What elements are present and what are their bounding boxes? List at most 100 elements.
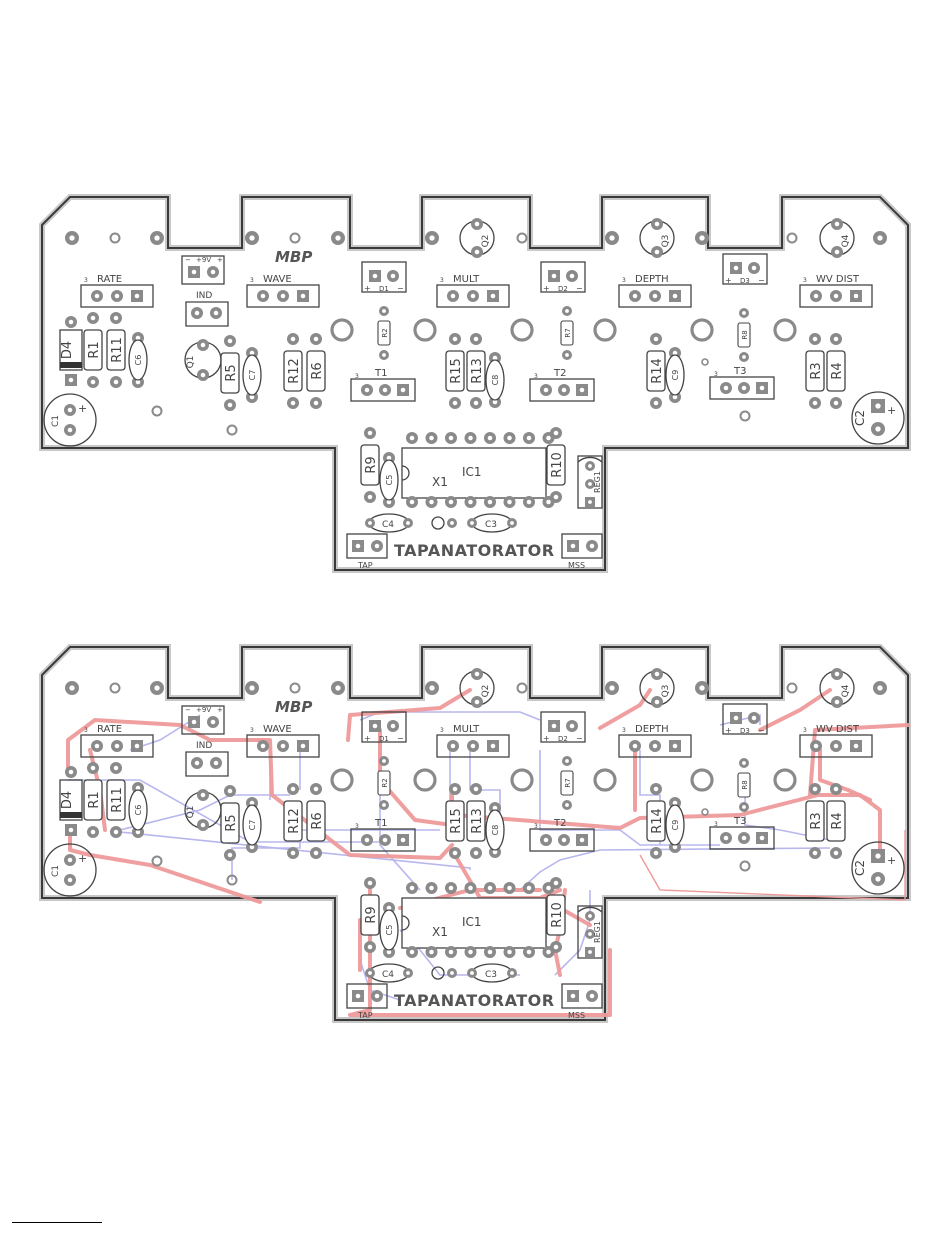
trimmer-outline (709, 376, 775, 400)
xtal-label: X1 (432, 475, 448, 489)
diode-plus: + (364, 284, 371, 293)
transistor-label: Q4 (841, 234, 851, 247)
small-resistor-pad-bottom-hole (742, 355, 746, 359)
cap-pad-bottom-hole (249, 844, 255, 850)
mss-pad-b-hole (589, 543, 595, 549)
resistor-pad-top-hole (452, 336, 458, 342)
resistor-body (106, 779, 126, 821)
pot-label: WAVE (263, 724, 292, 735)
cap-pad-top-hole (249, 800, 255, 806)
ic-notch (401, 465, 410, 481)
resistor-pad-bottom-hole (227, 402, 233, 408)
transistor-pin-a-hole (654, 671, 660, 677)
ic-pin-bottom-hole (507, 499, 512, 505)
c4-c3-ring (431, 966, 445, 980)
small-resistor-body (560, 320, 574, 346)
tap-connector-outline (346, 533, 388, 559)
transistor-label: Q2 (481, 235, 491, 248)
resistor-pad-bottom-hole (290, 400, 296, 406)
pot-pin-mark: 3 (622, 277, 626, 284)
resistor-pad-top-hole (553, 880, 559, 886)
ind-pad-a-hole (194, 760, 200, 766)
resistor-pad-top-hole (113, 315, 119, 321)
diode-outline (722, 253, 768, 285)
ic-pin-top-hole (468, 435, 473, 441)
diode-pad-a-hole (551, 273, 557, 279)
reg-pin-2-hole (588, 932, 592, 936)
diode-minus: − (758, 276, 765, 285)
c1-plus: + (78, 402, 87, 415)
ic-pin-top-hole (409, 885, 415, 891)
d4-band (60, 362, 82, 368)
ic-pin-bottom-hole (448, 949, 454, 955)
trimmer-label: T1 (374, 818, 387, 829)
via-1 (109, 232, 121, 244)
c1-label: C1 (51, 865, 61, 877)
trimmer-outline (709, 826, 775, 850)
reg-outline (577, 905, 603, 959)
transistor-pin-a-hole (474, 221, 480, 227)
trimmer-pin-2-hole (382, 387, 388, 393)
resistor-pad-bottom-hole (367, 944, 373, 950)
top-trace-9 (453, 793, 882, 852)
small-resistor-label: R8 (741, 330, 749, 339)
cap-label: C6 (134, 355, 143, 366)
small-resistor-pad-bottom-hole (742, 805, 746, 809)
resistor-label: R3 (809, 362, 824, 379)
diode-pad-k-hole (751, 715, 757, 721)
pot-pin-mark: 3 (803, 727, 807, 734)
tap-pad-b-hole (374, 543, 380, 549)
diode-outline (361, 261, 407, 293)
c4-pad-a-hole (368, 521, 372, 525)
mount-hole-4 (690, 768, 714, 792)
pot-pin-mark: 3 (803, 277, 807, 284)
power-header-outline (181, 255, 225, 285)
power-pad-pos-hole (210, 269, 216, 275)
reg-pin-3-hole (588, 950, 592, 954)
ic-pin-top-hole (487, 435, 493, 441)
resistor-pad-top-hole (313, 336, 319, 342)
small-resistor-pad-top-hole (742, 311, 746, 315)
cap-pad-bottom-hole (492, 399, 498, 405)
resistor-pad-bottom-hole (367, 494, 373, 500)
resistor-pad-top-hole (227, 338, 233, 344)
trimmer-pin-3-hole (579, 387, 585, 393)
resistor-pad-top-hole (812, 786, 818, 792)
pot-pin-2-hole (280, 743, 286, 749)
ic-pin-top-hole (468, 885, 473, 891)
pot-label: MULT (453, 274, 480, 285)
resistor-pad-top-hole (473, 786, 479, 792)
pot-pin-3-hole (134, 293, 140, 299)
diode-label: D1 (379, 735, 389, 743)
pot-pin-mark: 3 (440, 727, 444, 734)
cap-pad-top-hole (249, 350, 255, 356)
tap-pad-a-hole (355, 993, 361, 999)
cap-pad-bottom-hole (386, 499, 392, 505)
power-label: +9V (196, 256, 211, 264)
pot-pin-1-hole (632, 743, 638, 749)
mount-pad-5-hole (335, 235, 341, 241)
mount-hole-3 (593, 318, 617, 342)
c1-pad-b-hole (67, 427, 73, 433)
c2-outline (851, 391, 905, 445)
trimmer-pin-2-hole (561, 837, 567, 843)
cap-pad-bottom-hole (135, 829, 141, 835)
pot-label: WV DIST (816, 724, 860, 735)
diode-minus: − (758, 726, 765, 735)
resistor-body (445, 800, 465, 842)
diode-plus: + (543, 734, 550, 743)
small-resistor-pad-top-hole (382, 759, 386, 763)
power-minus: − (185, 706, 191, 714)
reg-pin-1-hole (588, 914, 592, 918)
d4-pad-k-hole (68, 377, 74, 383)
resistor-label: R4 (830, 812, 845, 829)
pot-pin-mark: 3 (84, 727, 88, 734)
mss-label: MSS (568, 561, 585, 570)
small-resistor-pad-top-hole (565, 309, 569, 313)
tap-label: TAP (357, 1011, 373, 1020)
ic-pin-bottom-hole (507, 949, 512, 955)
c1-plus: + (78, 852, 87, 865)
brand-logo: MBP (275, 248, 312, 266)
ic-pin-bottom-hole (429, 499, 434, 505)
transistor-label: Q4 (841, 684, 851, 697)
